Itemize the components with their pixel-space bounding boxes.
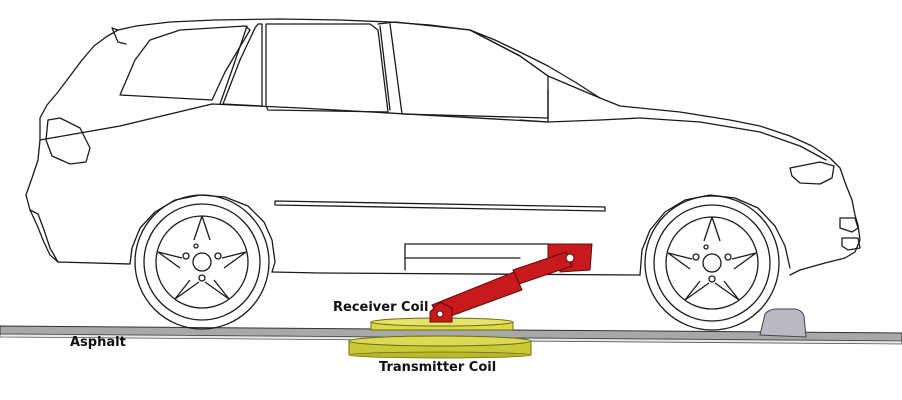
- asphalt-label: Asphalt: [70, 335, 126, 350]
- rear-wheel: [134, 194, 270, 330]
- charging-arm: [429, 243, 593, 323]
- car-outline: [25, 18, 861, 276]
- front-wheel: [644, 195, 780, 331]
- transmitter-coil: [348, 335, 532, 359]
- transmitter-coil-label: Transmitter Coil: [379, 360, 497, 375]
- wheel-chock: [759, 308, 807, 338]
- receiver-coil-label: Receiver Coil: [333, 300, 429, 315]
